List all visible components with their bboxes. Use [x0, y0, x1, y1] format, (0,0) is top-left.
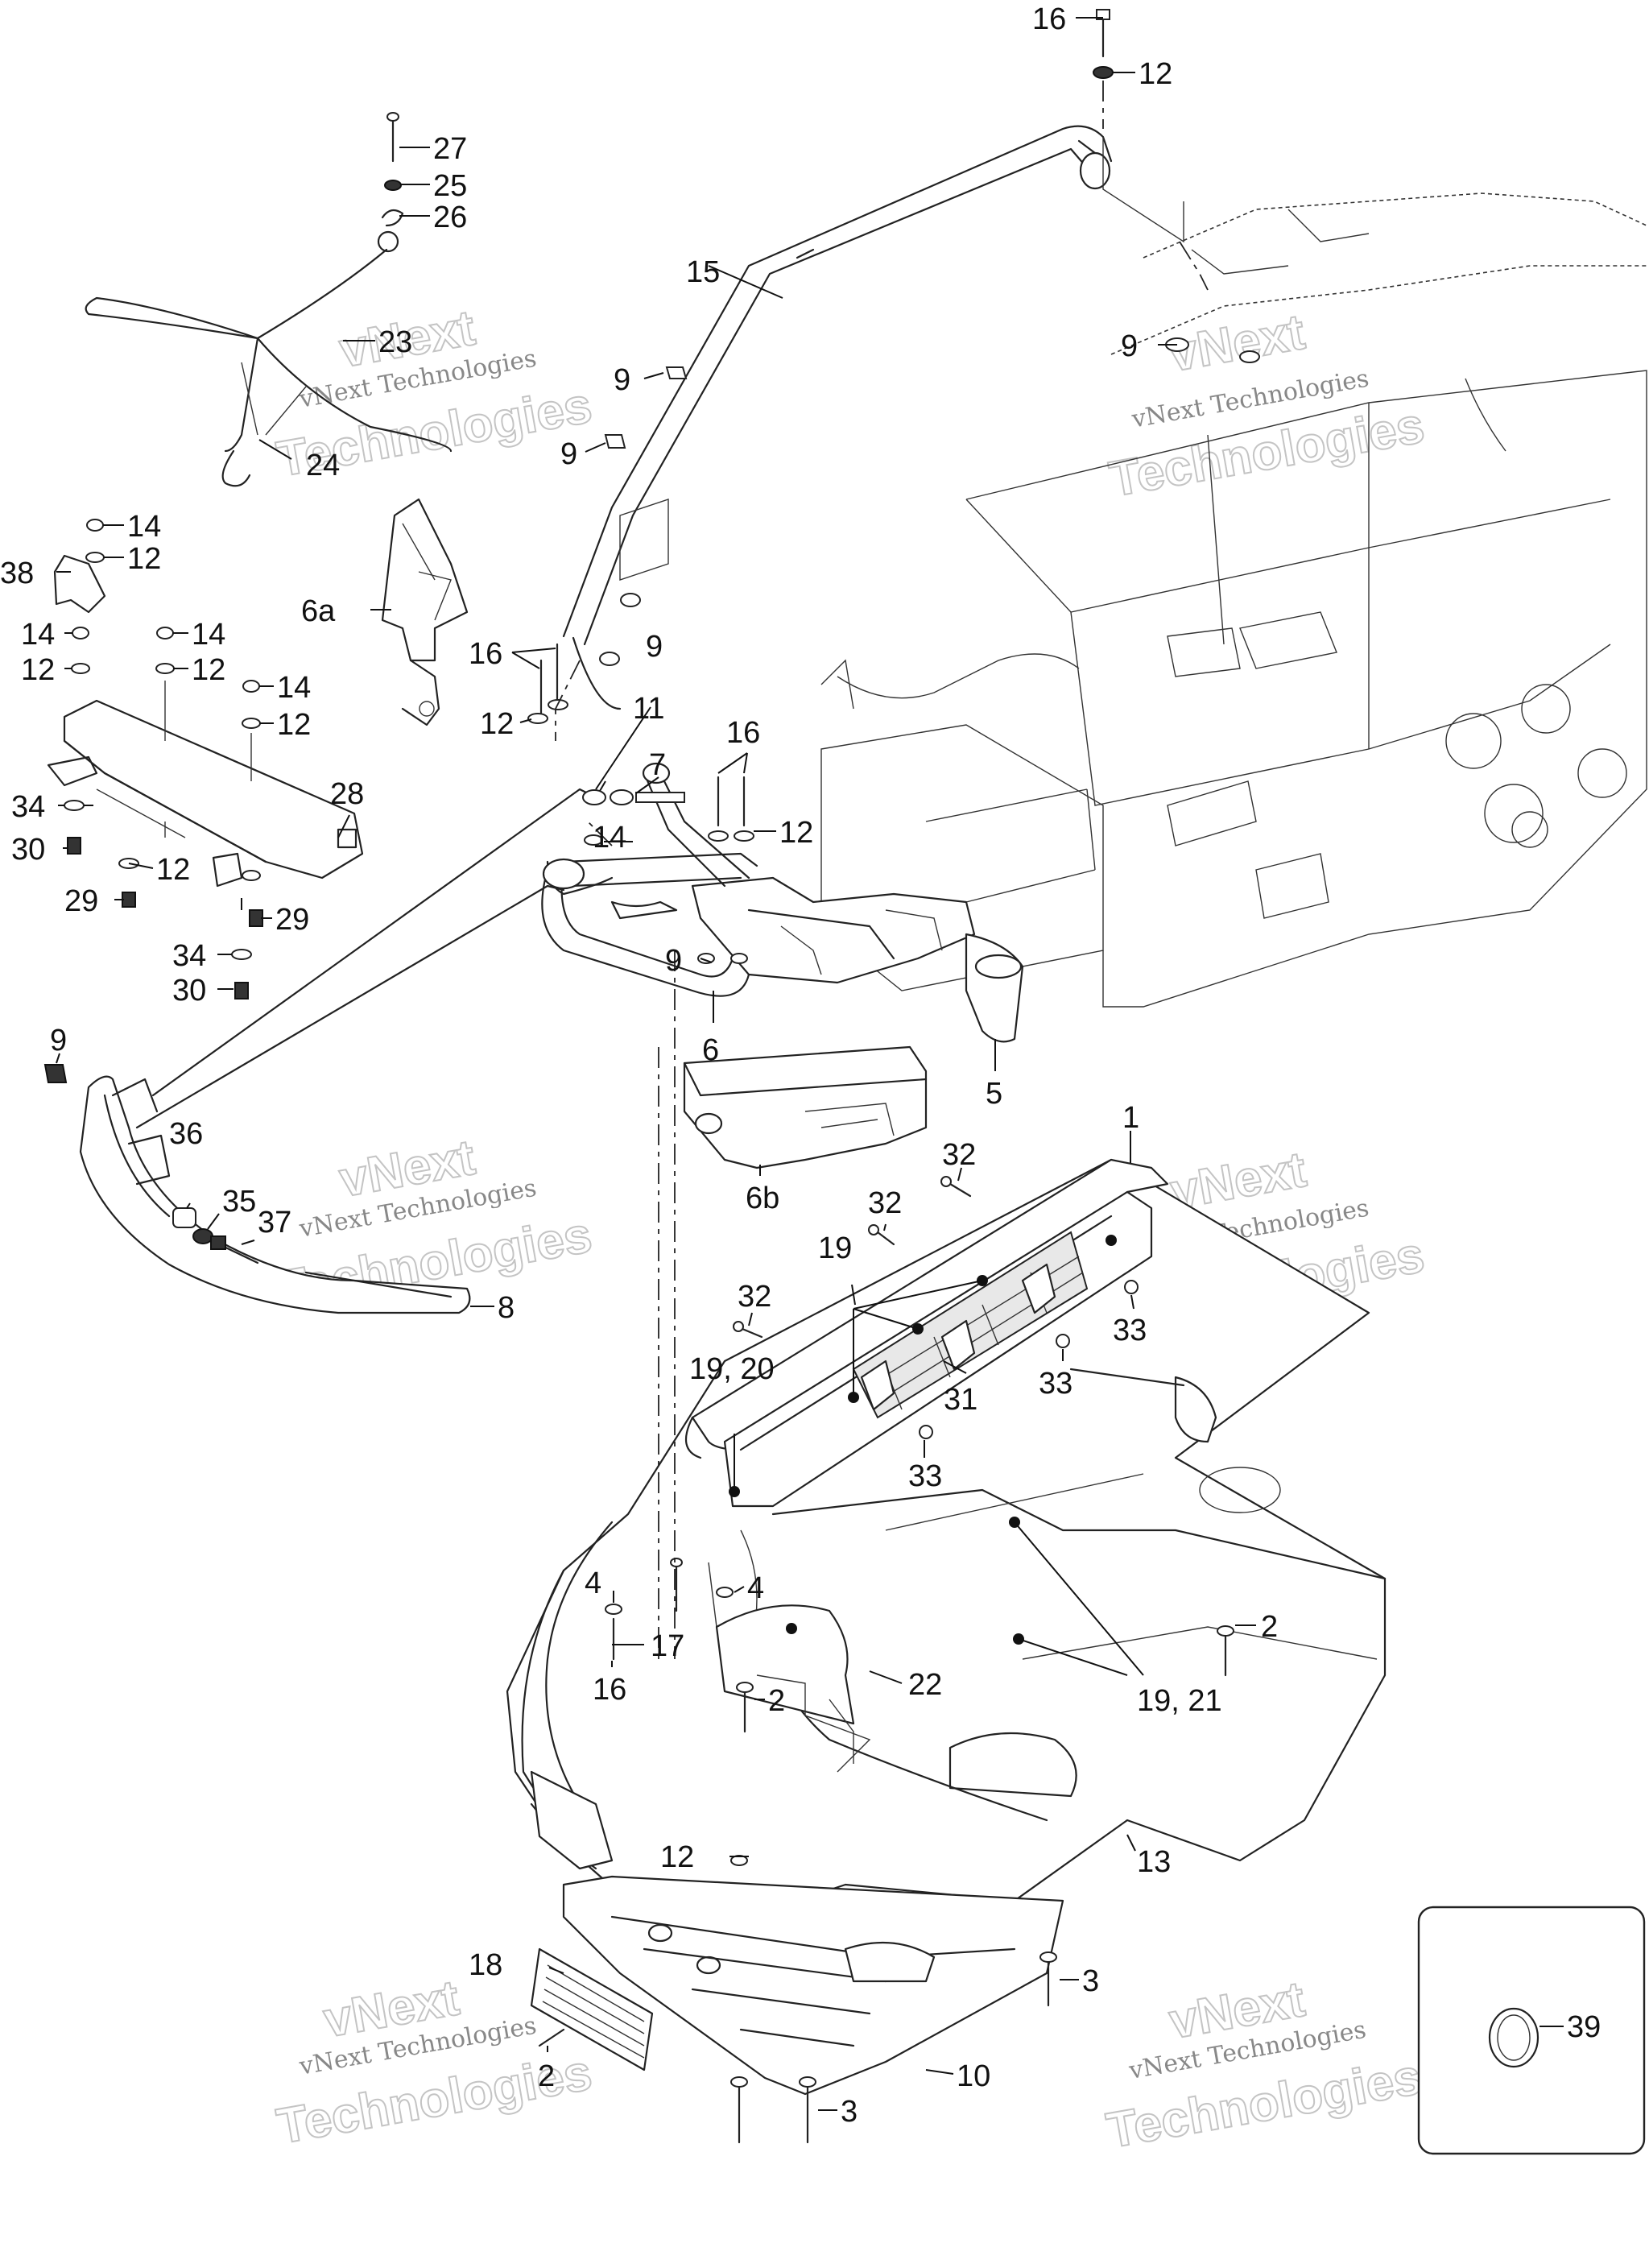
tube-bar-15 — [562, 125, 1184, 710]
callout-14: 14 — [192, 618, 225, 652]
callout-14: 14 — [593, 821, 626, 855]
washer — [1093, 66, 1114, 79]
callout-6: 6 — [702, 1033, 719, 1067]
callout-6a: 6a — [301, 594, 336, 628]
nose-pan-13 — [506, 1158, 1387, 1927]
callout-32: 32 — [868, 1186, 902, 1220]
callout-12: 12 — [779, 816, 813, 850]
callout-11: 11 — [633, 692, 664, 726]
leader-lines — [56, 17, 1256, 2111]
grill-18 — [530, 1947, 654, 2071]
callout-2: 2 — [538, 2059, 555, 2093]
callout-16: 16 — [469, 637, 502, 671]
watermark-top-right: vNext vNext Technologies Technologies — [1105, 304, 1429, 509]
callout-12: 12 — [480, 707, 514, 741]
watermark-bottom-right: vNext vNext Technologies Technologies — [1101, 1971, 1426, 2160]
callout-14: 14 — [127, 510, 161, 544]
callout-4: 4 — [585, 1566, 601, 1600]
callout-12: 12 — [277, 708, 311, 742]
callout-19: 19 — [818, 1231, 852, 1265]
callout-3: 3 — [841, 2095, 858, 2129]
callout-13: 13 — [1137, 1845, 1171, 1879]
callout-9: 9 — [646, 630, 663, 664]
callout-19-21: 19, 21 — [1137, 1684, 1222, 1718]
skid-plate-10 — [562, 1875, 1064, 2096]
callout-6b: 6b — [746, 1182, 779, 1215]
bumper-bar-8 — [79, 788, 597, 1314]
callout-33: 33 — [1113, 1314, 1147, 1347]
callout-12: 12 — [127, 542, 161, 576]
callout-26: 26 — [433, 201, 467, 234]
callout-27: 27 — [433, 132, 467, 166]
callout-3: 3 — [1082, 1964, 1099, 1998]
callout-14: 14 — [21, 618, 55, 652]
callout-32: 32 — [738, 1280, 771, 1314]
callout-29: 29 — [64, 884, 98, 918]
callout-12: 12 — [192, 653, 225, 687]
callout-30: 30 — [172, 974, 206, 1008]
callout-5: 5 — [986, 1077, 1002, 1111]
callout-7: 7 — [649, 748, 666, 782]
callout-33: 33 — [908, 1459, 942, 1493]
callout-19-20: 19, 20 — [689, 1352, 775, 1386]
callout-32: 32 — [942, 1138, 976, 1172]
callout-25: 25 — [433, 169, 467, 203]
callout-38: 38 — [0, 557, 34, 590]
callout-31: 31 — [944, 1383, 977, 1417]
callout-9: 9 — [614, 363, 630, 397]
callout-35: 35 — [222, 1185, 256, 1219]
callout-16: 16 — [1032, 2, 1066, 36]
callout-10: 10 — [957, 2059, 990, 2093]
callout-2: 2 — [768, 1684, 785, 1718]
callout-28: 28 — [330, 777, 364, 811]
callout-4: 4 — [747, 1571, 764, 1605]
callout-14: 14 — [277, 671, 311, 705]
callout-16: 16 — [726, 716, 760, 750]
callout-9: 9 — [560, 437, 577, 471]
bumper-frame-6 — [541, 762, 1024, 1043]
callout-9: 9 — [1121, 329, 1138, 363]
callout-16: 16 — [593, 1673, 626, 1707]
callout-2: 2 — [1261, 1610, 1278, 1644]
callout-39: 39 — [1567, 2010, 1601, 2044]
cable-23 — [85, 230, 453, 487]
callout-12: 12 — [21, 653, 55, 687]
bracket-6a — [381, 498, 469, 726]
assembly-lines — [555, 81, 1209, 1659]
callout-36: 36 — [169, 1117, 203, 1151]
mesh-31 — [852, 1231, 1089, 1419]
callout-9: 9 — [50, 1024, 67, 1057]
callout-9: 9 — [665, 944, 682, 978]
callout-12: 12 — [156, 853, 190, 887]
callout-34: 34 — [11, 790, 45, 824]
callout-17: 17 — [651, 1629, 684, 1663]
callout-15: 15 — [686, 255, 720, 289]
cross-member-28 — [47, 699, 364, 888]
callout-29: 29 — [275, 903, 309, 937]
callout-23: 23 — [378, 325, 412, 359]
callout-22: 22 — [908, 1668, 942, 1702]
callout-1: 1 — [1122, 1101, 1139, 1135]
callout-30: 30 — [11, 833, 45, 867]
callout-labels: 16 12 27 25 26 15 23 24 9 9 9 14 12 38 6… — [0, 2, 1278, 2129]
plug-39 — [1488, 2007, 1539, 2068]
callout-8: 8 — [498, 1291, 515, 1325]
callout-33: 33 — [1039, 1367, 1072, 1401]
callout-12: 12 — [1139, 57, 1172, 91]
callout-24: 24 — [306, 449, 340, 482]
callout-18: 18 — [469, 1948, 502, 1982]
bracket-6b — [683, 1045, 928, 1169]
callout-37: 37 — [258, 1206, 291, 1240]
callout-12: 12 — [660, 1840, 694, 1874]
inset-box: 39 — [1417, 1906, 1646, 2155]
callout-34: 34 — [172, 939, 206, 973]
hardware — [43, 9, 1260, 2144]
